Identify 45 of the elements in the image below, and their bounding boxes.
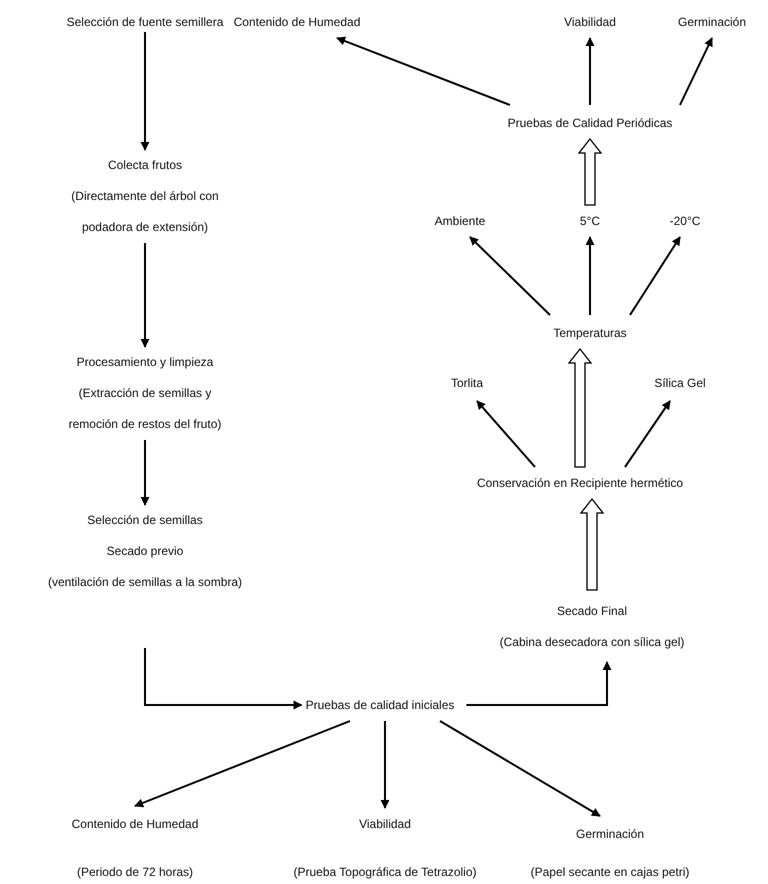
step-label: Germinación: [676, 14, 748, 31]
note-text: (Papel secante en cajas petri): [530, 864, 690, 881]
block-arrow: [568, 348, 592, 468]
arrow: [586, 37, 594, 105]
step-description: (Extracción de semillas y remoción de restos del fruto): [68, 385, 222, 433]
step-label: Contenido de Humedad: [70, 816, 200, 833]
arrow: [586, 236, 594, 315]
step-label: Conservación en Recipiente hermético: [476, 475, 684, 492]
arrow: [629, 236, 681, 316]
arrow: [140, 243, 150, 348]
arrow: [624, 400, 671, 468]
arrow: [140, 440, 150, 506]
arrow: [469, 236, 551, 316]
step-label: Sílica Gel: [653, 375, 707, 392]
step-label: Selección de semillas: [86, 512, 204, 529]
step-label: Ambiente: [434, 213, 486, 230]
arrow: [466, 661, 612, 706]
step-label: Pruebas de Calidad Periódicas: [506, 115, 674, 132]
block-arrow: [580, 498, 604, 591]
arrow: [476, 400, 536, 468]
note-text: (Periodo de 72 horas): [76, 864, 194, 881]
step-label: Colecta frutos: [106, 157, 184, 174]
step-label: Torlita: [450, 375, 484, 392]
step-label: 5°C: [578, 213, 602, 230]
step-label: Germinación: [574, 826, 646, 843]
arrow: [144, 648, 302, 710]
step-description: Secado previo: [106, 543, 184, 560]
arrow: [140, 32, 150, 151]
step-description: (Cabina desecadora con sílica gel): [498, 634, 686, 651]
step-label: Pruebas de calidad iniciales: [304, 697, 456, 714]
arrow: [380, 721, 390, 809]
step-label: -20°C: [668, 213, 702, 230]
step-description: (ventilación de semillas a la sombra): [46, 574, 244, 591]
step-label: Viabilidad: [563, 14, 617, 31]
arrow: [439, 720, 601, 817]
step-label: Temperaturas: [552, 325, 628, 342]
step-label: Procesamiento y limpieza: [76, 354, 214, 371]
step-description: (Directamente del árbol con podadora de extensión): [70, 188, 220, 236]
step-label: Secado Final: [556, 603, 628, 620]
note-text: (Prueba Topográfica de Tetrazolio): [294, 864, 476, 881]
step-label: Viabilidad: [358, 816, 412, 833]
arrow: [336, 36, 510, 106]
arrow: [134, 720, 350, 808]
block-arrow: [578, 138, 602, 206]
arrow: [679, 37, 713, 106]
